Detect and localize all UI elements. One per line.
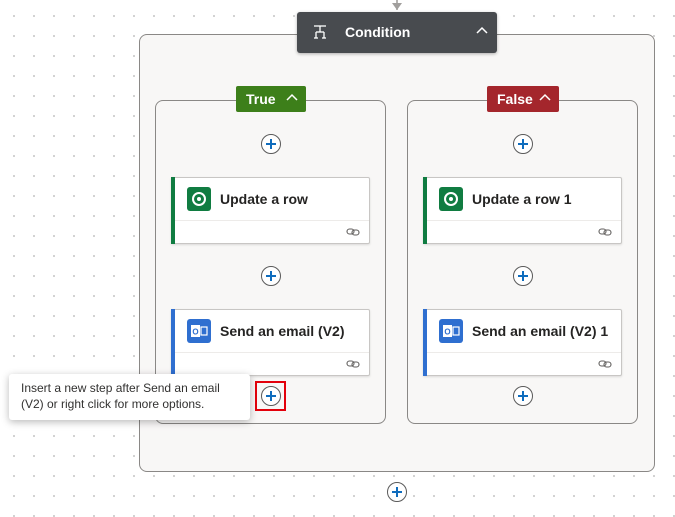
link-icon[interactable] — [598, 225, 612, 243]
chevron-up-icon[interactable] — [538, 91, 552, 108]
true-branch-label[interactable]: True — [236, 86, 306, 112]
condition-title: Condition — [345, 24, 411, 40]
link-icon[interactable] — [346, 357, 360, 375]
card-title: Send an email (V2) 1 — [472, 323, 609, 339]
action-card-update-row[interactable]: Update a row — [171, 177, 370, 244]
add-step-after-condition-button[interactable] — [387, 482, 407, 502]
card-title: Update a row — [220, 191, 308, 207]
add-step-button[interactable] — [261, 266, 281, 286]
chevron-up-icon[interactable] — [285, 91, 299, 108]
dataverse-icon — [187, 187, 211, 211]
add-step-button[interactable] — [513, 386, 533, 406]
outlook-icon: O — [439, 319, 463, 343]
action-card-update-row-1[interactable]: Update a row 1 — [423, 177, 622, 244]
card-accent-bar — [423, 177, 427, 244]
add-step-button[interactable] — [261, 134, 281, 154]
card-accent-bar — [423, 309, 427, 376]
link-icon[interactable] — [598, 357, 612, 375]
collapse-chevron-icon[interactable] — [475, 24, 489, 43]
card-accent-bar — [171, 309, 175, 376]
svg-text:O: O — [192, 328, 198, 337]
highlight-box — [255, 381, 286, 411]
svg-text:O: O — [444, 328, 450, 337]
action-card-send-email[interactable]: O Send an email (V2) — [171, 309, 370, 376]
condition-header[interactable]: Condition — [297, 12, 497, 53]
false-branch-label[interactable]: False — [487, 86, 559, 112]
dataverse-icon — [439, 187, 463, 211]
card-title: Update a row 1 — [472, 191, 572, 207]
add-step-after-send-email-button[interactable] — [261, 386, 281, 406]
outlook-icon: O — [187, 319, 211, 343]
condition-icon — [312, 24, 328, 45]
card-accent-bar — [171, 177, 175, 244]
add-step-button[interactable] — [513, 134, 533, 154]
card-title: Send an email (V2) — [220, 323, 345, 339]
action-card-send-email-1[interactable]: O Send an email (V2) 1 — [423, 309, 622, 376]
link-icon[interactable] — [346, 225, 360, 243]
add-step-button[interactable] — [513, 266, 533, 286]
add-step-tooltip: Insert a new step after Send an email (V… — [9, 374, 250, 420]
